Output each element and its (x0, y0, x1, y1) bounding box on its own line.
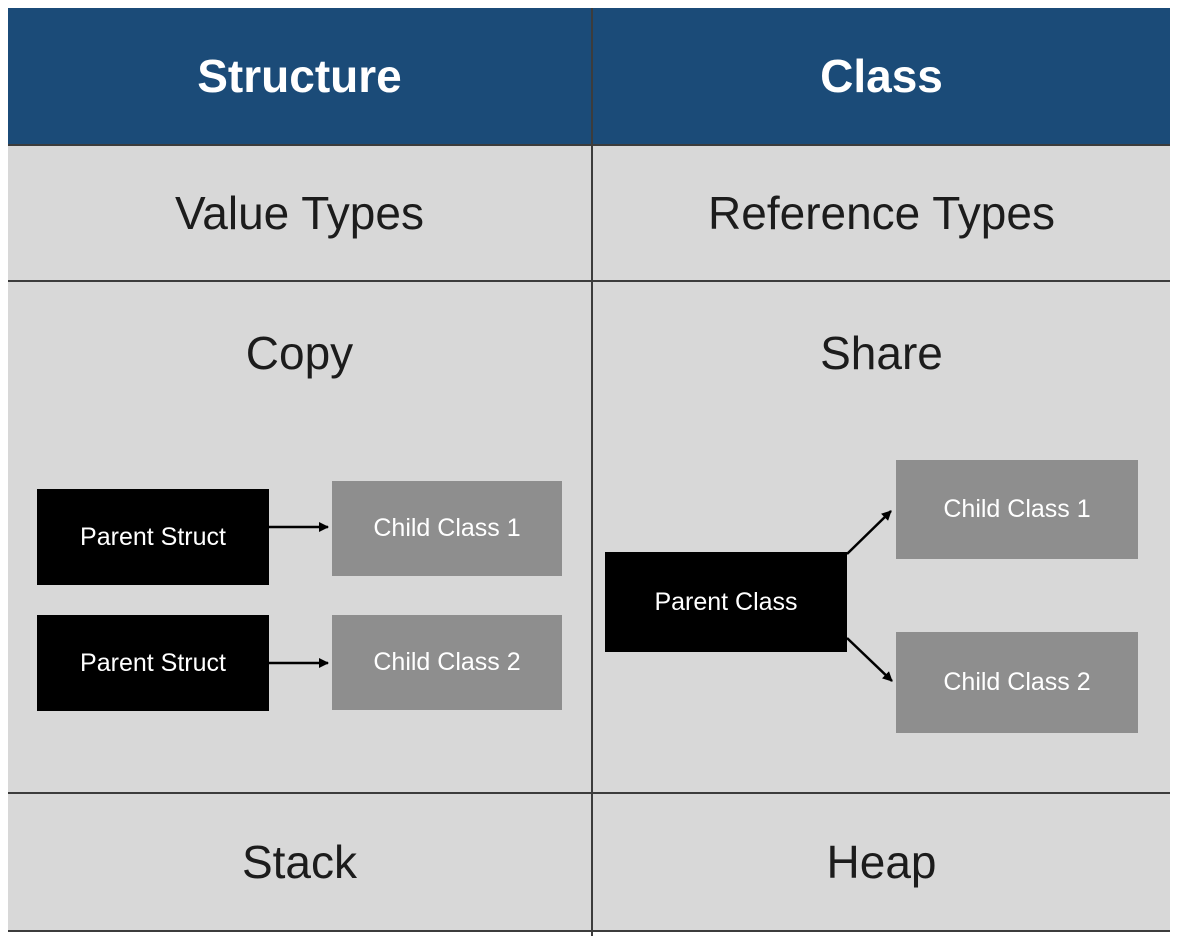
comparison-table: Structure Class Value Types Reference Ty… (8, 8, 1170, 936)
parent-struct-box-1: Parent Struct (37, 489, 269, 585)
grid-line (8, 792, 1170, 794)
shared-child-class-2-box: Child Class 2 (896, 632, 1138, 733)
child-class-1-box: Child Class 1 (332, 481, 562, 576)
grid-line (8, 144, 1170, 146)
diagram-arrows (269, 510, 893, 682)
cell-value-types: Value Types (8, 146, 591, 280)
arrow-class-2 (846, 637, 893, 682)
arrow-class-1 (846, 510, 892, 555)
child-class-2-box: Child Class 2 (332, 615, 562, 710)
cell-heap: Heap (593, 794, 1170, 930)
grid-line (8, 280, 1170, 282)
shared-child-class-1-box: Child Class 1 (896, 460, 1138, 559)
header-class: Class (593, 8, 1170, 144)
share-label: Share (820, 327, 943, 379)
copy-label: Copy (245, 327, 354, 379)
parent-class-box: Parent Class (605, 552, 847, 652)
grid-line (8, 930, 1170, 932)
grid-divider (591, 8, 593, 936)
parent-struct-box-2: Parent Struct (37, 615, 269, 711)
cell-stack: Stack (8, 794, 591, 930)
header-structure: Structure (8, 8, 591, 144)
cell-reference-types: Reference Types (593, 146, 1170, 280)
